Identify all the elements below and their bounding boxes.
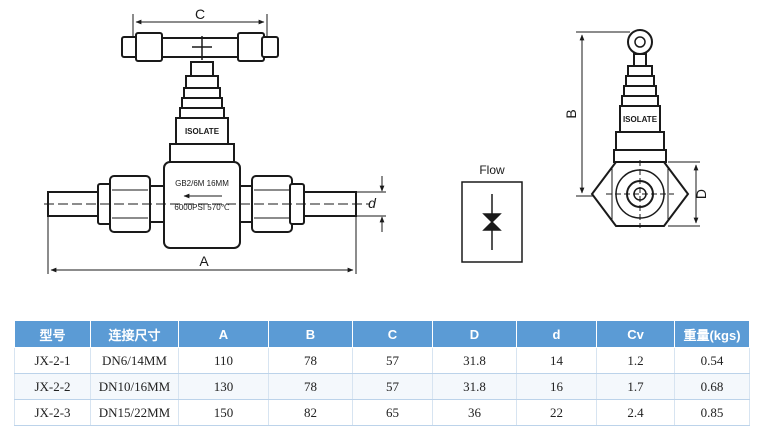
- cell-small-d: 22: [516, 399, 597, 426]
- dim-label-small-d: d: [368, 195, 377, 211]
- flow-symbol: Flow: [461, 163, 523, 263]
- cell-cv: 1.7: [596, 373, 675, 400]
- cell-d: 36: [432, 399, 517, 426]
- cell-weight: 0.85: [674, 399, 750, 426]
- cell-connection: DN15/22MM: [90, 399, 179, 426]
- dim-label-c: C: [195, 6, 205, 22]
- cell-b: 78: [268, 347, 353, 374]
- spec-table: 型号 连接尺寸 A B C D d Cv 重量(kgs) JX-2-1 DN6/…: [14, 320, 750, 426]
- header-cell-d: D: [432, 320, 517, 348]
- valve-handle: [121, 32, 279, 62]
- cell-b: 78: [268, 373, 353, 400]
- cell-a: 150: [178, 399, 269, 426]
- dimension-large-d: [668, 161, 700, 227]
- dim-label-a: A: [199, 253, 209, 269]
- cell-weight: 0.68: [674, 373, 750, 400]
- header-cell-a: A: [178, 320, 269, 348]
- cell-cv: 1.2: [596, 347, 675, 374]
- cell-small-d: 14: [516, 347, 597, 374]
- cell-weight: 0.54: [674, 347, 750, 374]
- table-row: JX-2-1 DN6/14MM 110 78 57 31.8 14 1.2 0.…: [14, 347, 750, 374]
- valve-body: [163, 161, 241, 249]
- dimension-c: [132, 14, 268, 36]
- header-cell-weight: 重量(kgs): [674, 320, 750, 348]
- header-cell-small-d: d: [516, 320, 597, 348]
- side-view: B ISOLATE D: [563, 29, 709, 228]
- cell-connection: DN6/14MM: [90, 347, 179, 374]
- cell-c: 57: [352, 347, 433, 374]
- valve-symbol-icon: [482, 213, 502, 231]
- cell-c: 57: [352, 373, 433, 400]
- stem-plate-text: ISOLATE: [185, 127, 220, 136]
- cell-d: 31.8: [432, 347, 517, 374]
- front-view: C ISOLATE: [44, 6, 386, 274]
- table-row: JX-2-2 DN10/16MM 130 78 57 31.8 16 1.7 0…: [14, 373, 750, 400]
- cell-model: JX-2-3: [14, 399, 91, 426]
- cell-connection: DN10/16MM: [90, 373, 179, 400]
- dim-label-b: B: [563, 109, 579, 118]
- flow-label: Flow: [479, 163, 505, 177]
- table-header-row: 型号 连接尺寸 A B C D d Cv 重量(kgs): [14, 320, 750, 348]
- cell-model: JX-2-2: [14, 373, 91, 400]
- cell-c: 65: [352, 399, 433, 426]
- cell-small-d: 16: [516, 373, 597, 400]
- cell-a: 130: [178, 373, 269, 400]
- cell-cv: 2.4: [596, 399, 675, 426]
- header-cell-b: B: [268, 320, 353, 348]
- dim-label-large-d: D: [693, 189, 709, 199]
- table-row: JX-2-3 DN15/22MM 150 82 65 36 22 2.4 0.8…: [14, 399, 750, 426]
- header-cell-cv: Cv: [596, 320, 675, 348]
- header-cell-connection: 连接尺寸: [90, 320, 179, 348]
- header-cell-model: 型号: [14, 320, 91, 348]
- body-text-line1: GB2/6M 16MM: [175, 179, 229, 188]
- cell-model: JX-2-1: [14, 347, 91, 374]
- side-plate-text: ISOLATE: [623, 115, 658, 124]
- header-cell-c: C: [352, 320, 433, 348]
- dimension-a: [47, 216, 357, 274]
- dimension-small-d: [342, 176, 386, 232]
- valve-technical-drawing: C ISOLATE: [44, 6, 709, 274]
- body-text-line2: 6000PSI 570℃: [174, 203, 229, 212]
- valve-stem: [169, 61, 235, 163]
- cell-a: 110: [178, 347, 269, 374]
- cell-d: 31.8: [432, 373, 517, 400]
- cell-b: 82: [268, 399, 353, 426]
